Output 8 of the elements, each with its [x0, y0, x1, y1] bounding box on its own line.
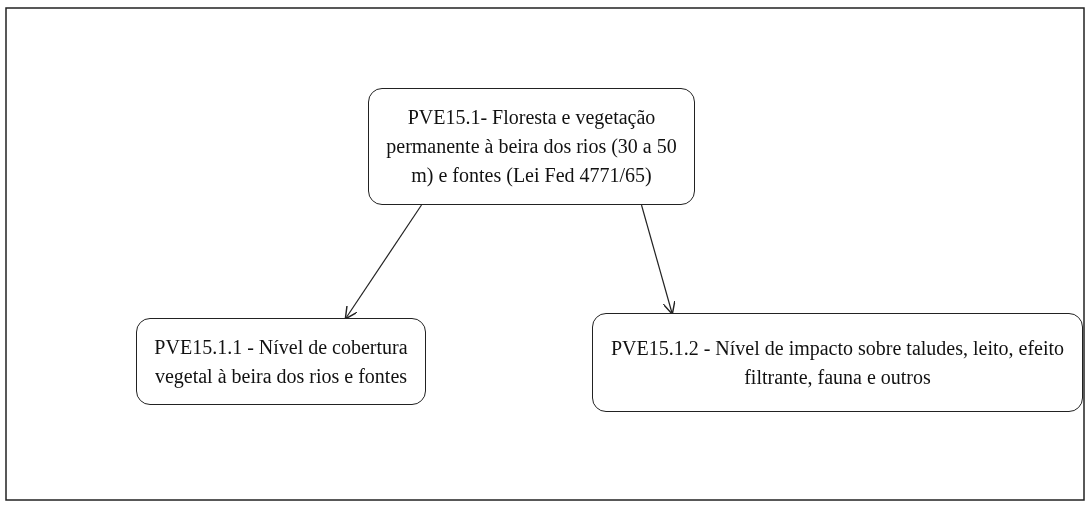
- arrow: [640, 204, 676, 315]
- text-box: [368, 88, 695, 205]
- text-box: [592, 313, 1083, 412]
- arrow: [344, 204, 423, 320]
- node-label: PVE15.1.1 - Nível de cobertura vegetal à beira dos rios e fontes: [153, 334, 409, 390]
- node-label: PVE15.1.2 - Nível de impacto sobre taludes, leito, efeito filtrante, fauna e outros: [609, 335, 1066, 390]
- node-label: PVE15.1- Floresta e vegetação permanente à beira dos rios (30 a 50 m) e fontes (Lei Fed 4771/65): [385, 105, 678, 189]
- text-box: [136, 318, 426, 405]
